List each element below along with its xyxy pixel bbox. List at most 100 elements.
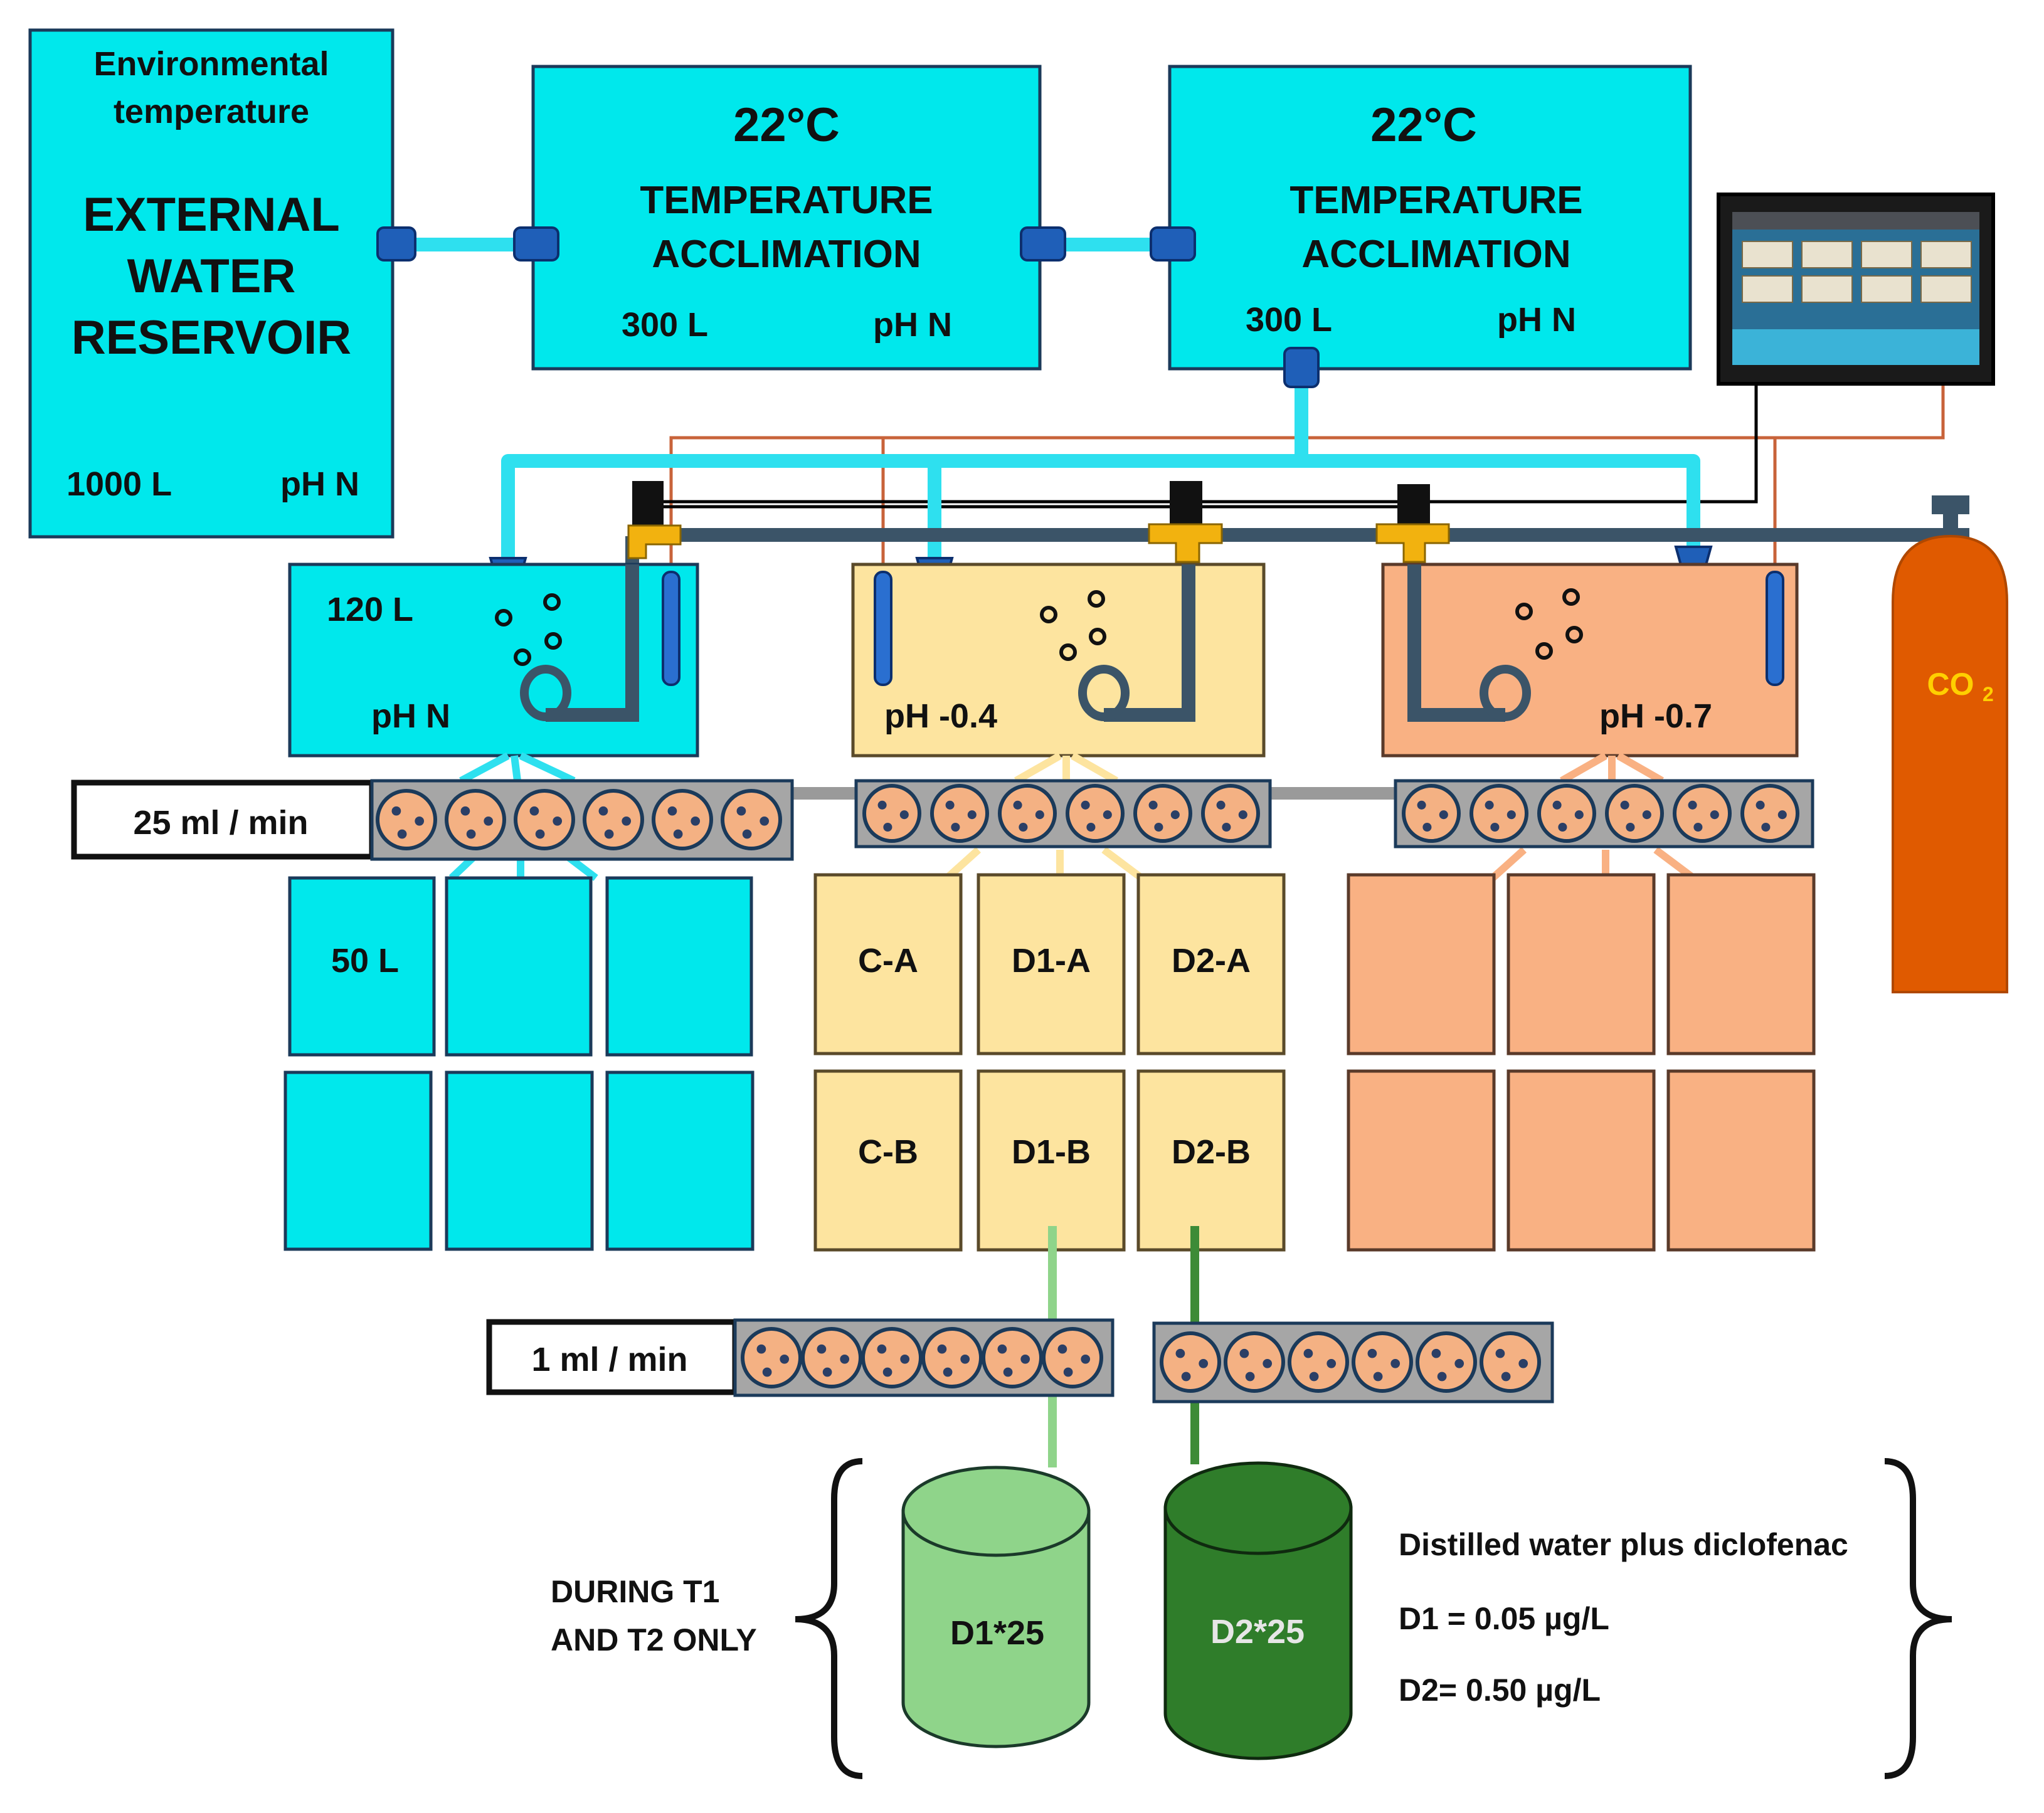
pump-roller	[943, 1367, 953, 1377]
pump-roller	[1501, 1372, 1511, 1382]
reservoir-env-line1: Environmental	[93, 45, 329, 83]
pump-roller	[1057, 1344, 1067, 1354]
pump-roller	[1422, 822, 1432, 832]
acclimation-1-line2: ACCLIMATION	[652, 233, 921, 276]
pump-roller	[1373, 1372, 1383, 1382]
pump-rotor	[1224, 1331, 1285, 1393]
aquarium	[1666, 873, 1816, 1055]
solenoid-icon	[632, 481, 664, 525]
pump-roller	[1063, 1367, 1073, 1377]
reservoir-title-line1: EXTERNAL	[83, 188, 340, 241]
pump-rotor	[1673, 784, 1732, 843]
pump-roller	[1507, 810, 1516, 820]
during-note-line1: DURING T1	[551, 1574, 719, 1609]
pump-rotor	[445, 789, 506, 850]
pump-rotor	[1042, 1327, 1103, 1388]
acclimation-tank-2: 22°C TEMPERATURE ACCLIMATION 300 L pH N	[1168, 65, 1692, 371]
orange-wire-probe-3	[1773, 436, 1943, 568]
aquarium-label-d1a: D1-A	[1012, 942, 1091, 980]
pump-roller	[1367, 1348, 1377, 1358]
pump-rotor	[1402, 784, 1461, 843]
valve-icon	[513, 226, 559, 262]
pump-roller	[1019, 822, 1028, 832]
pump-roller	[1417, 800, 1426, 810]
pump-roller	[553, 816, 563, 826]
reservoir-volume: 1000 L	[66, 465, 172, 503]
reservoir-title-line2: WATER	[127, 250, 296, 303]
aquarium	[1507, 873, 1656, 1055]
ph-probe-icon	[874, 571, 892, 686]
black-wire	[649, 384, 1758, 504]
header-tank-2-ph: pH -0.4	[884, 697, 997, 735]
legend-line3: D2= 0.50 µg/L	[1399, 1673, 1601, 1708]
pump-roller	[622, 816, 632, 826]
acclimation-2-ph: pH N	[1497, 301, 1576, 339]
co2-cylinder: CO 2	[1892, 495, 2008, 993]
aquarium	[813, 873, 963, 1055]
pump-roller	[598, 806, 608, 816]
pump-roller	[817, 1344, 827, 1354]
pump-roller	[760, 816, 770, 826]
pump-roller	[951, 822, 960, 832]
pump-roller	[1552, 800, 1562, 810]
pump-roller	[1103, 810, 1112, 820]
pump-rotor	[998, 784, 1057, 843]
braces	[795, 1458, 1952, 1779]
pump-roller	[899, 810, 909, 820]
pump-rotor	[982, 1327, 1043, 1388]
pump-rate-main: 25 ml / min	[133, 804, 308, 842]
aquarium-label-d2a: D2-A	[1172, 942, 1251, 980]
pump-main-2	[854, 779, 1272, 848]
pump-roller	[1777, 810, 1787, 820]
reservoir-env-line2: temperature	[114, 93, 309, 130]
pump-roller	[535, 829, 545, 839]
pump-roller	[742, 829, 752, 839]
pump-roller	[691, 816, 701, 826]
pump-roller	[736, 806, 746, 816]
pump-roller	[1170, 810, 1180, 820]
pump-rotor	[652, 789, 713, 850]
pump-roller	[1755, 800, 1765, 810]
external-water-reservoir: Environmental temperature EXTERNAL WATER…	[28, 28, 395, 539]
pump-roller	[960, 1354, 970, 1364]
pump-roller	[780, 1354, 790, 1364]
pump-rotor	[1066, 784, 1125, 843]
pump-connectors	[793, 787, 1395, 800]
acclimation-2-temp: 22°C	[1370, 98, 1477, 152]
pump-roller	[1620, 800, 1629, 810]
pump-roller	[1148, 800, 1158, 810]
pump-rotor	[1480, 1331, 1541, 1393]
pump-roller	[1309, 1372, 1319, 1382]
pump-roller	[1154, 822, 1163, 832]
pump-main-1	[370, 779, 794, 861]
pump-rotor	[514, 789, 575, 850]
pump-rotor	[1288, 1331, 1349, 1393]
rate-box-main: 25 ml / min	[71, 780, 375, 860]
pump-roller	[604, 829, 614, 839]
solenoid-valves	[627, 481, 1450, 563]
pump-roller	[1495, 1348, 1505, 1358]
acclimation-2-line2: ACCLIMATION	[1301, 233, 1570, 276]
solenoid-yellow	[627, 524, 682, 559]
header-tank-ph04: pH -0.4	[851, 563, 1266, 758]
ph-probe-icon	[1766, 571, 1784, 686]
pump-roller	[877, 1344, 887, 1354]
aquarium	[445, 1070, 594, 1251]
pump-roller	[1263, 1358, 1273, 1368]
pump-roller	[667, 806, 677, 816]
aquarium	[1666, 1069, 1816, 1252]
pump-rotor	[1201, 784, 1260, 843]
pump-roller	[1761, 822, 1771, 832]
pump-roller	[1003, 1367, 1013, 1377]
during-note-line2: AND T2 ONLY	[551, 1622, 757, 1657]
pump-roller	[1222, 822, 1231, 832]
pump-roller	[1688, 800, 1697, 810]
co2-label: CO	[1927, 667, 1974, 702]
pump-roller	[1245, 1372, 1255, 1382]
pump-roller	[1518, 1358, 1528, 1368]
aquarium	[1347, 873, 1496, 1055]
acclimation-1-ph: pH N	[873, 306, 952, 344]
pump-roller	[900, 1354, 910, 1364]
aquarium	[288, 876, 436, 1057]
pump-rate-dosing: 1 ml / min	[531, 1341, 687, 1378]
